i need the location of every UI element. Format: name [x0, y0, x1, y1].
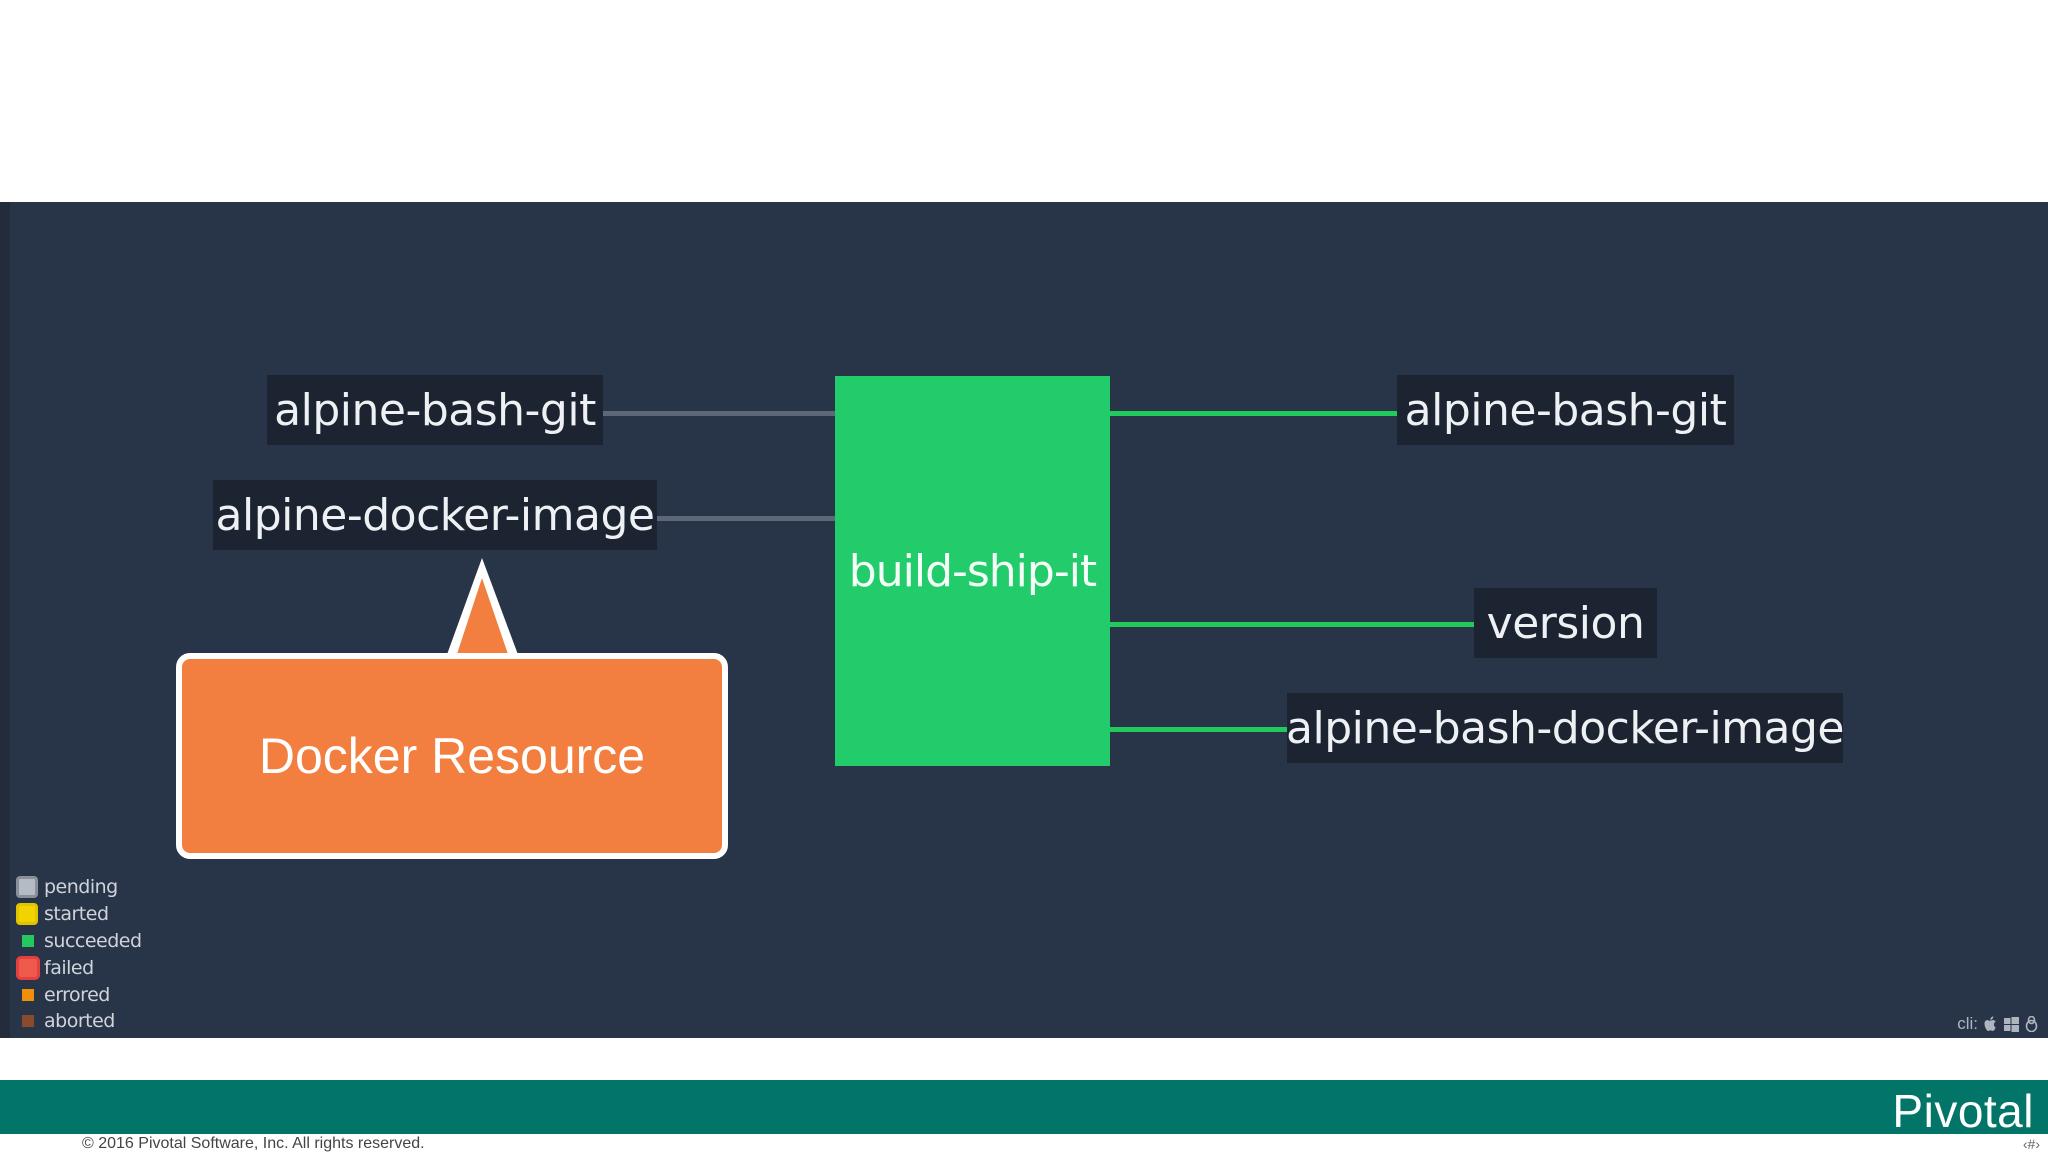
legend-item-failed: failed	[16, 954, 142, 981]
legend-item-aborted: aborted	[16, 1008, 142, 1035]
input-connector-2	[655, 516, 835, 521]
aborted-swatch-icon	[16, 1008, 44, 1034]
callout-text: Docker Resource	[258, 728, 646, 784]
cli-downloads: cli:	[1957, 1014, 2038, 1034]
legend-item-started: started	[16, 901, 142, 928]
output-resource-version[interactable]: version	[1474, 588, 1657, 658]
legend-item-pending: pending	[16, 874, 142, 901]
legend-item-succeeded: succeeded	[16, 928, 142, 955]
legend-label: failed	[44, 956, 94, 979]
input-resource-alpine-docker-image[interactable]: alpine-docker-image	[213, 480, 657, 550]
pipeline-view[interactable]: alpine-bash-git alpine-docker-image buil…	[0, 202, 2048, 1038]
slide-header-area	[0, 0, 2048, 202]
copyright-text: © 2016 Pivotal Software, Inc. All rights…	[82, 1135, 425, 1152]
legend-item-errored: errored	[16, 981, 142, 1008]
linux-icon[interactable]	[2025, 1016, 2038, 1032]
output-resource-alpine-bash-docker-image[interactable]: alpine-bash-docker-image	[1286, 693, 1845, 763]
windows-icon[interactable]	[2004, 1016, 2019, 1032]
footer-band: Pivotal	[0, 1080, 2048, 1137]
pivotal-logo: Pivotal	[1892, 1085, 2034, 1137]
legend-label: errored	[44, 983, 110, 1006]
output-connector-2	[1110, 622, 1475, 627]
job-build-ship-it[interactable]: build-ship-it	[835, 376, 1110, 766]
docker-resource-callout: Docker Resource	[176, 653, 728, 859]
callout-pointer	[445, 558, 520, 660]
legend-label: started	[44, 903, 109, 926]
input-resource-alpine-bash-git[interactable]: alpine-bash-git	[267, 375, 603, 445]
pending-swatch-icon	[16, 874, 44, 900]
succeeded-swatch-icon	[16, 928, 44, 954]
page-number: ‹#›	[2022, 1136, 2040, 1152]
cli-label: cli:	[1957, 1014, 1978, 1033]
errored-swatch-icon	[16, 982, 44, 1008]
input-connector-1	[600, 411, 835, 416]
apple-icon[interactable]	[1984, 1016, 1998, 1032]
output-connector-1	[1110, 411, 1398, 416]
started-swatch-icon	[16, 901, 44, 927]
output-resource-alpine-bash-git[interactable]: alpine-bash-git	[1397, 375, 1734, 445]
legend-label: aborted	[44, 1010, 115, 1033]
status-legend: pending started succeeded failed errored…	[16, 874, 142, 1035]
legend-label: pending	[44, 876, 118, 899]
failed-swatch-icon	[16, 955, 44, 981]
output-connector-3	[1110, 727, 1287, 732]
legend-label: succeeded	[44, 929, 142, 952]
